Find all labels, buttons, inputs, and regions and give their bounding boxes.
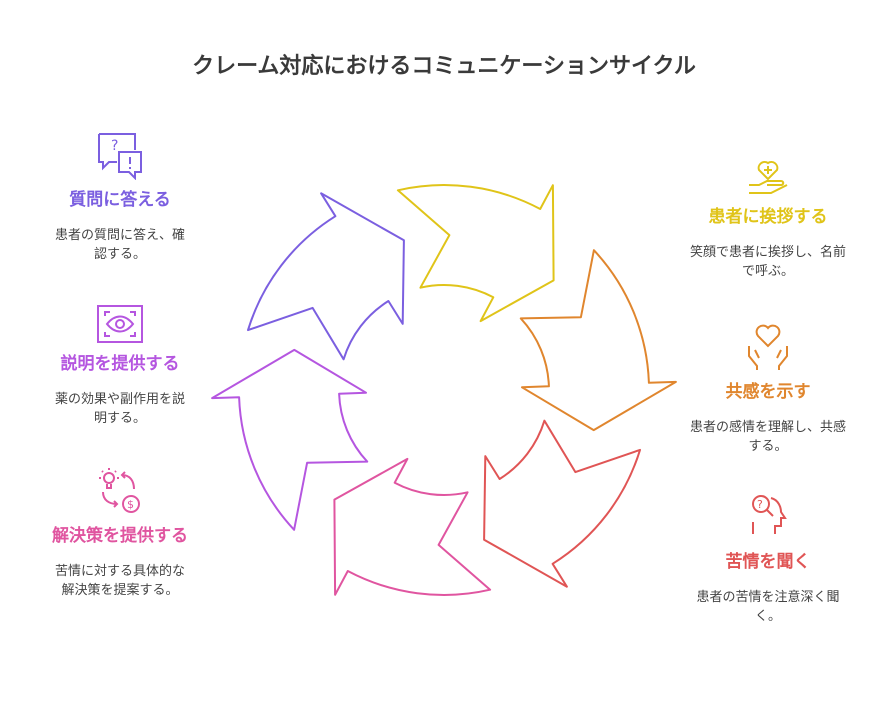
step-title: 共感を示す [725, 382, 811, 402]
cycle-arrow-violet [211, 348, 369, 531]
heart-hand-icon [749, 160, 788, 194]
step-title: 質問に答える [69, 190, 171, 210]
step-desc: 笑顔で患者に挨拶し、名前で呼ぶ。 [689, 245, 846, 279]
head-question-icon: ? [752, 495, 787, 534]
step-title: 解決策を提供する [52, 526, 188, 546]
svg-text:?: ? [757, 498, 763, 511]
step-empathy: 共感を示す 患者の感情を理解し、共感する。 [688, 322, 848, 456]
cycle-arrow-red [483, 419, 641, 588]
svg-text:?: ? [111, 138, 118, 154]
step-desc: 患者の苦情を注意深く聞く。 [696, 590, 840, 624]
step-title: 説明を提供する [60, 354, 180, 374]
step-desc: 薬の効果や副作用を説明する。 [54, 392, 185, 426]
step-title: 患者に挨拶する [708, 207, 828, 227]
cycle-arrow-yellow [396, 184, 555, 323]
cycle-arrow-purple [247, 192, 405, 361]
diagram-title: クレーム対応におけるコミュニケーションサイクル [192, 54, 696, 79]
step-greet: 患者に挨拶する 笑顔で患者に挨拶し、名前で呼ぶ。 [688, 155, 848, 281]
svg-text:$: $ [127, 498, 134, 511]
step-desc: 苦情に対する具体的な解決策を提案する。 [54, 564, 185, 598]
eye-scan-icon [97, 305, 143, 343]
step-solution: $ 解決策を提供する 苦情に対する具体的な解決策を提案する。 [40, 466, 200, 600]
step-desc: 患者の質問に答え、確認する。 [54, 228, 185, 262]
cycle-arrow-pink [333, 457, 492, 596]
chat-question-icon: ? [98, 133, 142, 180]
step-title: 苦情を聞く [725, 552, 811, 572]
step-desc: 患者の感情を理解し、共感する。 [689, 420, 846, 454]
heart-hands-icon [748, 324, 788, 370]
idea-money-icon: $ [99, 468, 140, 513]
step-listen: ? 苦情を聞く 患者の苦情を注意深く聞く。 [688, 492, 848, 626]
cycle-arrow-orange [519, 249, 677, 432]
step-explain: 説明を提供する 薬の効果や副作用を説明する。 [40, 304, 200, 428]
step-answer: ? 質問に答える 患者の質問に答え、確認する。 [40, 132, 200, 264]
